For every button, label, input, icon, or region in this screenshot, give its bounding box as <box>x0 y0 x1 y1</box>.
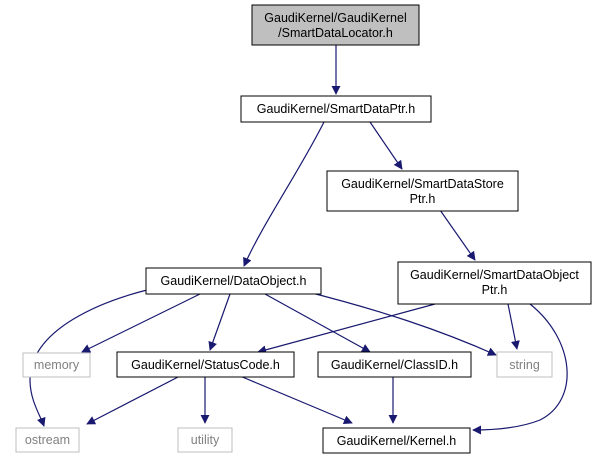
edge-smartdatastoreptr-to-smartdataobjectptr <box>439 209 476 261</box>
node-memory[interactable]: memory <box>22 352 91 378</box>
node-data-object[interactable]: GaudiKernel/DataObject.h <box>145 267 322 295</box>
node-smart-data-ptr[interactable]: GaudiKernel/SmartDataPtr.h <box>240 95 432 123</box>
edge-dataobject-to-classid <box>264 293 371 353</box>
node-label: GaudiKernel/SmartDataObject <box>410 268 579 282</box>
edge-statuscode-to-ostream <box>86 375 181 425</box>
node-label: GaudiKernel/StatusCode.h <box>131 358 280 372</box>
node-label: GaudiKernel/SmartDataPtr.h <box>257 102 415 116</box>
edge-statuscode-to-kernel <box>239 375 353 425</box>
edge-smartdataobjectptr-to-string <box>507 303 520 350</box>
node-label: memory <box>34 358 80 372</box>
edge-smartdataobjectptr-to-kernel <box>472 303 568 435</box>
node-label: GaudiKernel/ClassID.h <box>331 358 458 372</box>
node-class-id[interactable]: GaudiKernel/ClassID.h <box>317 351 472 378</box>
node-label: GaudiKernel/SmartDataStore <box>341 177 504 191</box>
node-smart-data-locator[interactable]: GaudiKernel/GaudiKernel /SmartDataLocato… <box>251 4 420 46</box>
node-label: utility <box>191 433 220 447</box>
edge-smartdataobjectptr-to-statuscode <box>257 303 436 355</box>
edge-dataobject-to-statuscode <box>208 293 231 351</box>
edge-smartdataptr-to-dataobject <box>243 121 325 267</box>
node-label: Ptr.h <box>482 283 508 297</box>
node-ostream[interactable]: ostream <box>15 427 80 453</box>
node-status-code[interactable]: GaudiKernel/StatusCode.h <box>116 351 295 378</box>
node-utility[interactable]: utility <box>177 427 233 453</box>
node-label: GaudiKernel/Kernel.h <box>337 434 457 448</box>
node-smart-data-object-ptr[interactable]: GaudiKernel/SmartDataObject Ptr.h <box>397 261 592 305</box>
edge-dataobject-to-memory <box>81 293 201 353</box>
edge-smartdataptr-to-smartdatastoreptr <box>369 121 403 170</box>
node-smart-data-store-ptr[interactable]: GaudiKernel/SmartDataStore Ptr.h <box>326 170 519 212</box>
edge-dataobject-to-string <box>299 289 497 356</box>
node-label: ostream <box>25 433 70 447</box>
node-label: /SmartDataLocator.h <box>278 26 393 40</box>
node-label: string <box>509 358 540 372</box>
node-label: Ptr.h <box>410 192 436 206</box>
node-kernel[interactable]: GaudiKernel/Kernel.h <box>322 427 471 454</box>
node-label: GaudiKernel/GaudiKernel <box>264 11 406 25</box>
node-string[interactable]: string <box>496 351 553 378</box>
node-label: GaudiKernel/DataObject.h <box>161 274 307 288</box>
